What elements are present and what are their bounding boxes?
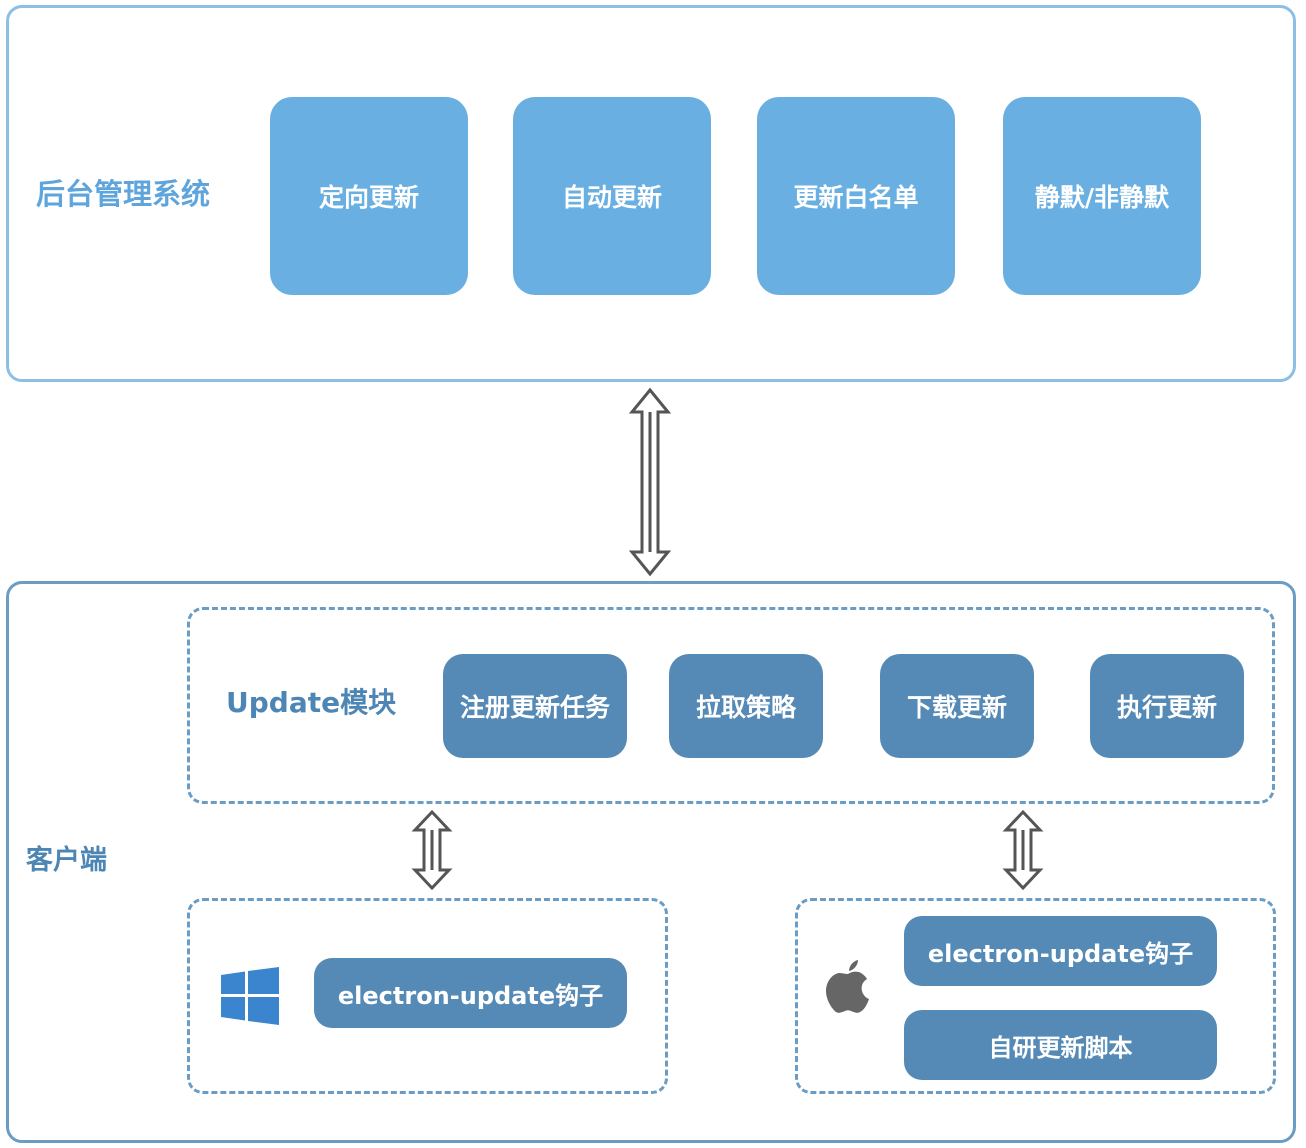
client-title: 客户端 <box>26 845 107 876</box>
mac-electron-update-hook: electron-update钩子 <box>904 916 1217 986</box>
windows-platform-box <box>187 898 668 1094</box>
update-module-title: Update模块 <box>226 686 397 719</box>
windows-logo-icon <box>221 967 279 1025</box>
windows-electron-update-hook: electron-update钩子 <box>314 958 627 1028</box>
tile-auto-update: 自动更新 <box>513 97 711 295</box>
tile-silent-toggle: 静默/非静默 <box>1003 97 1201 295</box>
step-fetch-policy: 拉取策略 <box>669 654 823 758</box>
apple-logo-icon <box>826 960 869 1013</box>
mac-custom-update-script: 自研更新脚本 <box>904 1010 1217 1080</box>
module-mac-double-arrow <box>1002 809 1044 891</box>
tile-update-whitelist: 更新白名单 <box>757 97 955 295</box>
mac-platform-box <box>795 898 1276 1094</box>
module-windows-double-arrow <box>411 809 453 891</box>
admin-client-double-arrow <box>628 387 672 577</box>
step-register-update-task: 注册更新任务 <box>443 654 627 758</box>
step-execute-update: 执行更新 <box>1090 654 1244 758</box>
update-module-box <box>187 607 1275 804</box>
admin-system-title: 后台管理系统 <box>36 177 211 211</box>
step-download-update: 下载更新 <box>880 654 1034 758</box>
tile-targeted-update: 定向更新 <box>270 97 468 295</box>
